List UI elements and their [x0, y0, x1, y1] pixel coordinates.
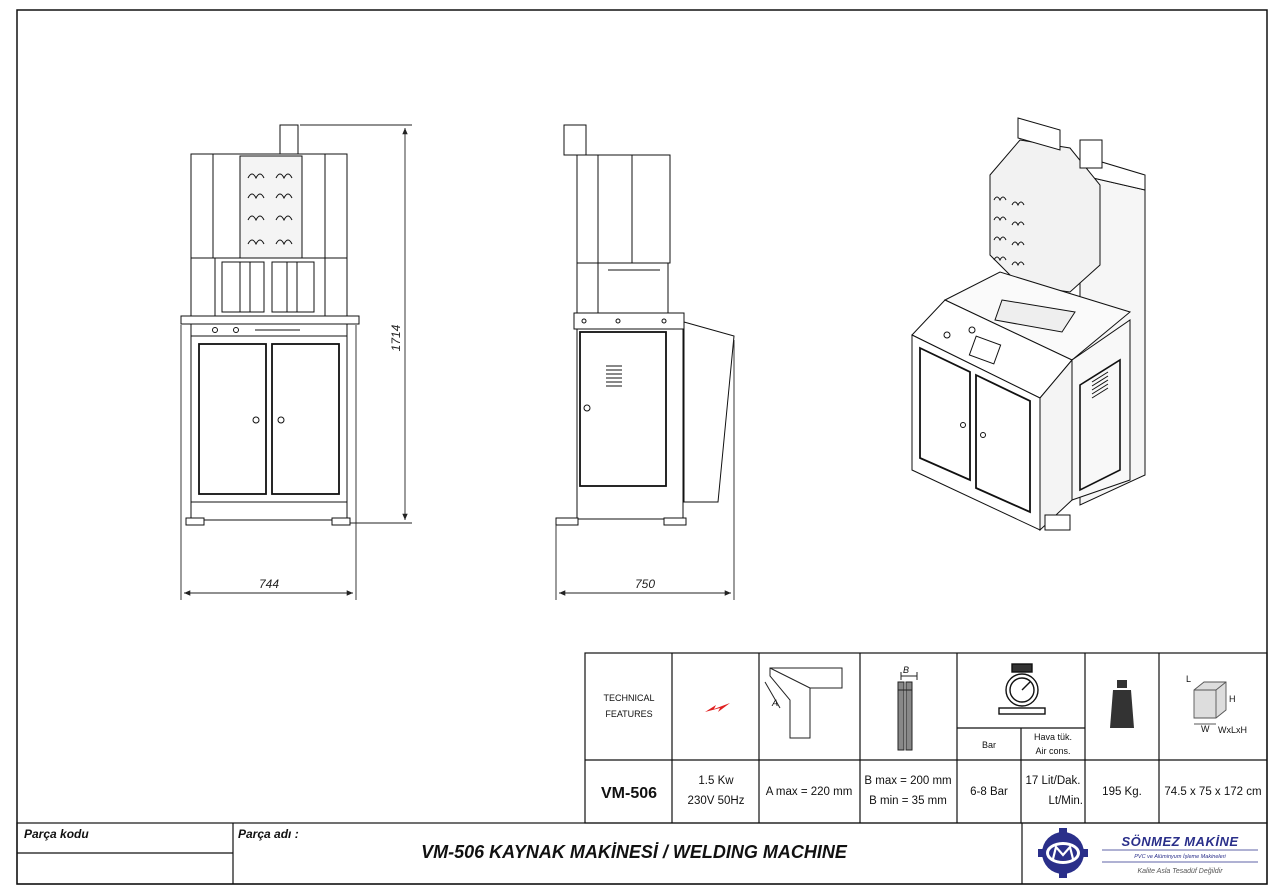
- height-dimension-label: 1714: [389, 324, 403, 351]
- profile-height-icon: [897, 672, 918, 751]
- technical-features-line1: TECHNICAL: [603, 693, 654, 703]
- dimension-lines: [180, 124, 735, 600]
- model-value: VM-506: [601, 785, 657, 802]
- corner-profile-icon: [764, 667, 843, 739]
- weight-icon: [1110, 680, 1134, 728]
- drawing-title: VM-506 KAYNAK MAKİNESİ / WELDING MACHINE: [421, 842, 848, 862]
- technical-features-line2: FEATURES: [605, 709, 652, 719]
- side-vent: [606, 365, 622, 387]
- power-value-2: 230V 50Hz: [688, 795, 745, 807]
- side-view: [555, 124, 735, 526]
- company-slogan: Kalite Asla Tesadüf Değildir: [1137, 868, 1223, 875]
- pressure-value: 6-8 Bar: [970, 786, 1008, 798]
- front-louvers: [247, 173, 293, 246]
- gear-logo-icon: [1038, 828, 1088, 878]
- pressure-gauge-icon: [998, 663, 1046, 715]
- iso-louvers: [993, 196, 1025, 267]
- part-name-label: Parça adı :: [238, 827, 299, 841]
- dimensions-box-icon: [1193, 681, 1227, 725]
- b-min-value: B min = 35 mm: [869, 795, 947, 807]
- air-label-2: Air cons.: [1035, 746, 1070, 756]
- dimensions-value: 74.5 x 75 x 172 cm: [1164, 786, 1261, 798]
- profile-icon-b-label: B: [903, 665, 909, 675]
- side-width-dimension-label: 750: [635, 577, 655, 591]
- company-subtitle: PVC ve Alüminyum İşleme Makineleri: [1134, 853, 1226, 860]
- dim-icon-caption: WxLxH: [1218, 725, 1247, 735]
- air-label-1: Hava tük.: [1034, 732, 1072, 742]
- isometric-view: [911, 117, 1146, 532]
- front-width-dimension-label: 744: [259, 577, 279, 591]
- air-value-1: 17 Lit/Dak.: [1026, 775, 1081, 787]
- weight-value: 195 Kg.: [1102, 786, 1142, 798]
- b-max-value: B max = 200 mm: [864, 775, 951, 787]
- dim-icon-h-label: H: [1229, 694, 1236, 704]
- iso-vent: [1091, 371, 1109, 399]
- part-code-label: Parça kodu: [24, 827, 89, 841]
- power-value-1: 1.5 Kw: [698, 775, 734, 787]
- front-view: [180, 124, 360, 526]
- a-max-value: A max = 220 mm: [766, 786, 853, 798]
- profile-icon-a-label: A: [771, 698, 778, 708]
- lightning-icon: [705, 703, 730, 712]
- dim-icon-l-label: L: [1186, 674, 1191, 684]
- air-value-2: Lt/Min.: [1048, 795, 1083, 807]
- title-block: [16, 822, 1268, 885]
- company-name: SÖNMEZ MAKİNE: [1122, 834, 1239, 849]
- dim-icon-w-label: W: [1201, 724, 1210, 734]
- bar-label: Bar: [982, 740, 996, 750]
